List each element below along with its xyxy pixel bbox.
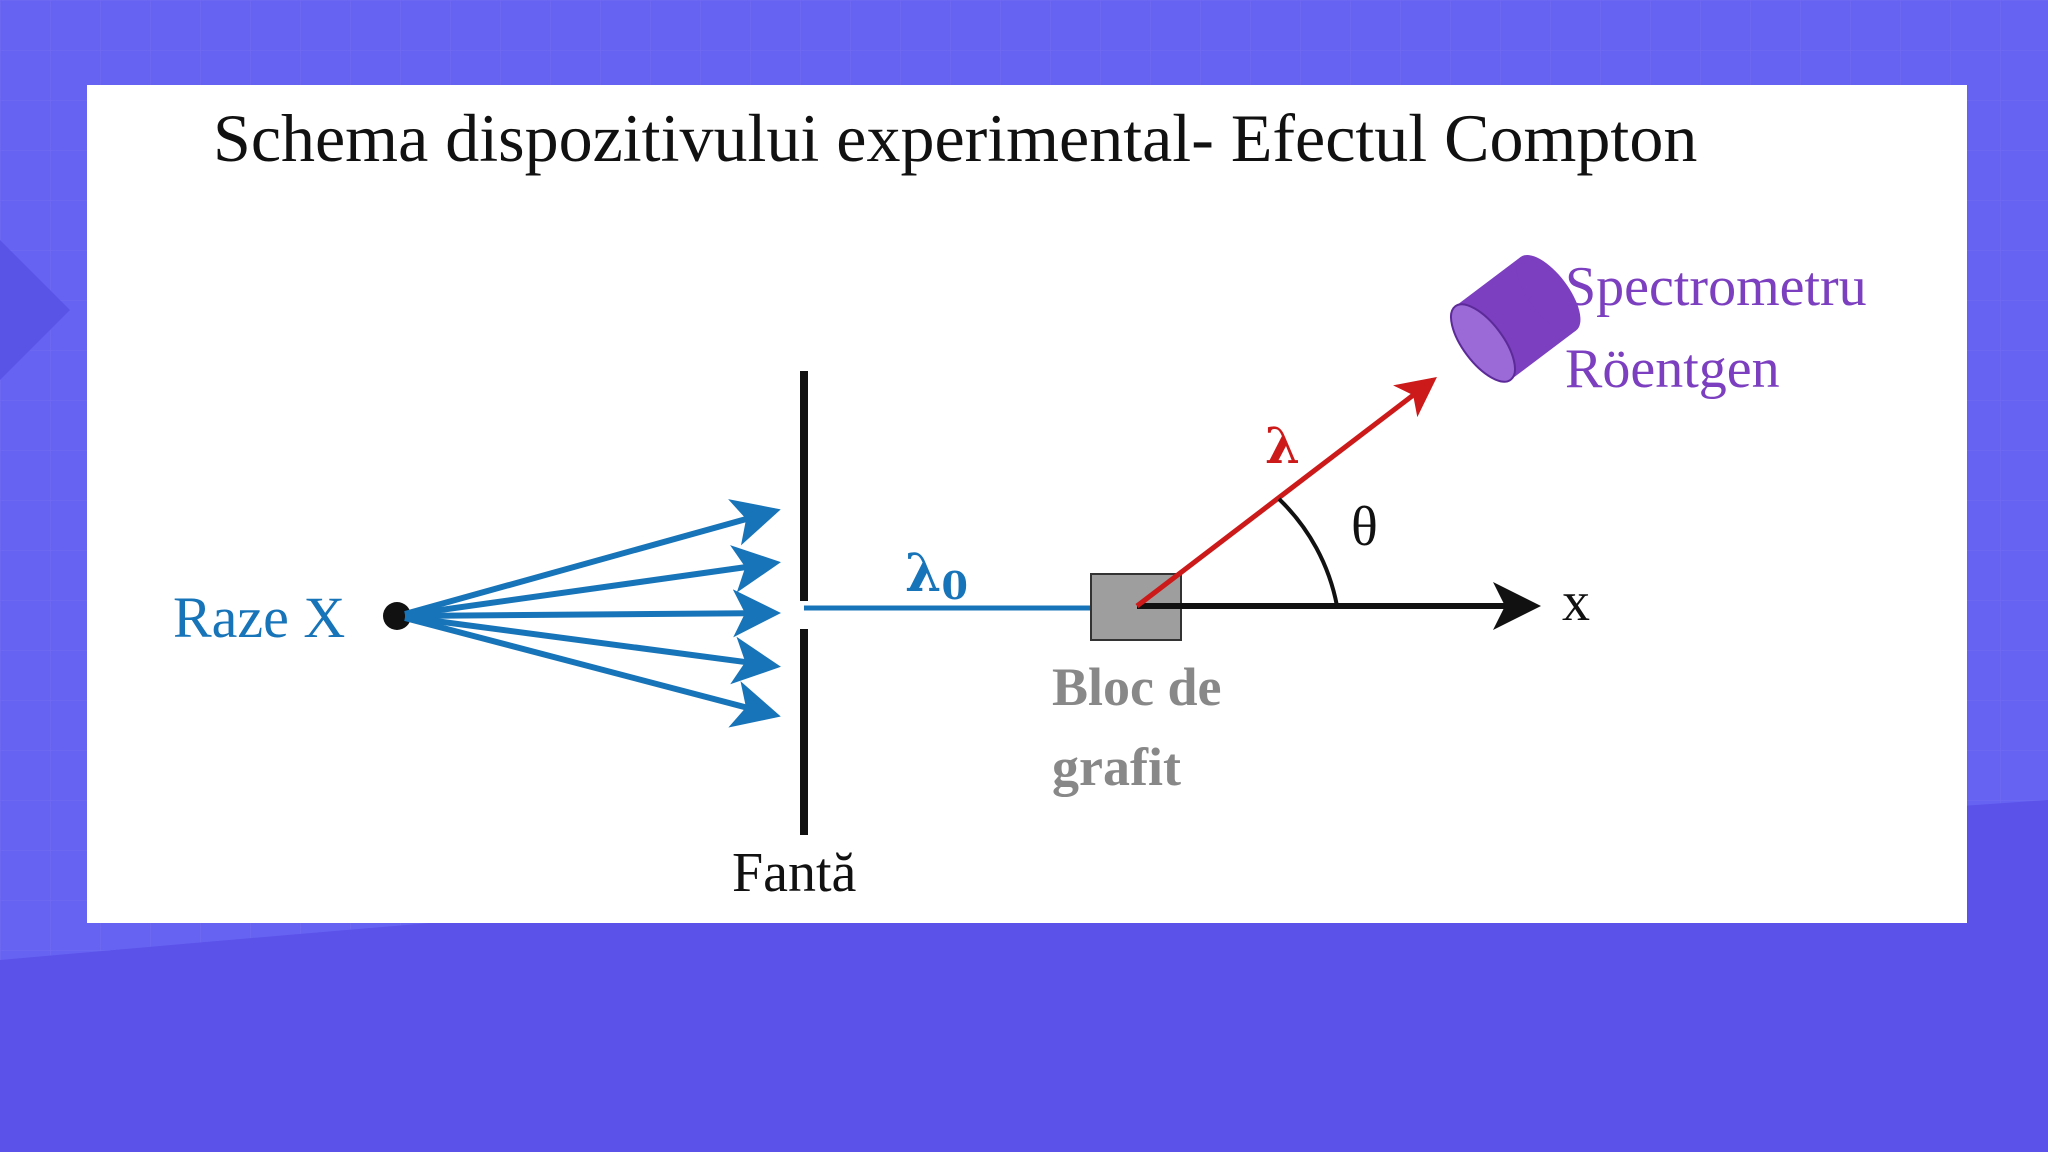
block-label-line1: Bloc de	[1052, 657, 1222, 717]
xray-ray-1	[404, 499, 781, 617]
diagram-slide: Schema dispozitivului experimental- Efec…	[87, 85, 1967, 923]
detector-label-line2: Röentgen	[1565, 338, 1780, 400]
xray-ray-4	[404, 614, 781, 685]
xray-ray-2	[404, 545, 781, 618]
diagram-title: Schema dispozitivului experimental- Efec…	[213, 100, 1697, 176]
detector-label-line1: Spectrometru	[1565, 256, 1867, 318]
scattering-angle-arc	[1277, 497, 1339, 607]
source-label: Raze X	[173, 585, 345, 650]
detector-front-face	[1450, 303, 1516, 383]
xray-ray-5	[404, 615, 781, 728]
cylinder-detector-icon	[1450, 254, 1581, 383]
compton-experiment-diagram: Schema dispozitivului experimental- Efec…	[173, 100, 1867, 904]
slit-label: Fantă	[732, 842, 857, 904]
scattered-beam	[1135, 376, 1437, 608]
slit-upper-plate	[800, 371, 808, 601]
slit-lower-plate	[800, 629, 808, 835]
incident-wavelength-subscript: 0	[941, 563, 967, 608]
detector-body	[1455, 256, 1577, 380]
incident-wavelength-label: λ0	[905, 543, 968, 608]
incident-wavelength-symbol: λ	[905, 543, 941, 604]
block-label-line2: grafit	[1052, 737, 1181, 797]
xray-fan	[404, 499, 781, 728]
point-source-icon	[383, 602, 411, 630]
background-triangle	[0, 240, 70, 380]
detector-back-cap	[1516, 254, 1581, 333]
slit-barrier	[800, 371, 808, 835]
angle-label: θ	[1351, 496, 1378, 558]
scattered-wavelength-label: λ	[1265, 416, 1300, 475]
xray-ray-3	[404, 589, 781, 638]
axis-label: x	[1562, 571, 1590, 633]
